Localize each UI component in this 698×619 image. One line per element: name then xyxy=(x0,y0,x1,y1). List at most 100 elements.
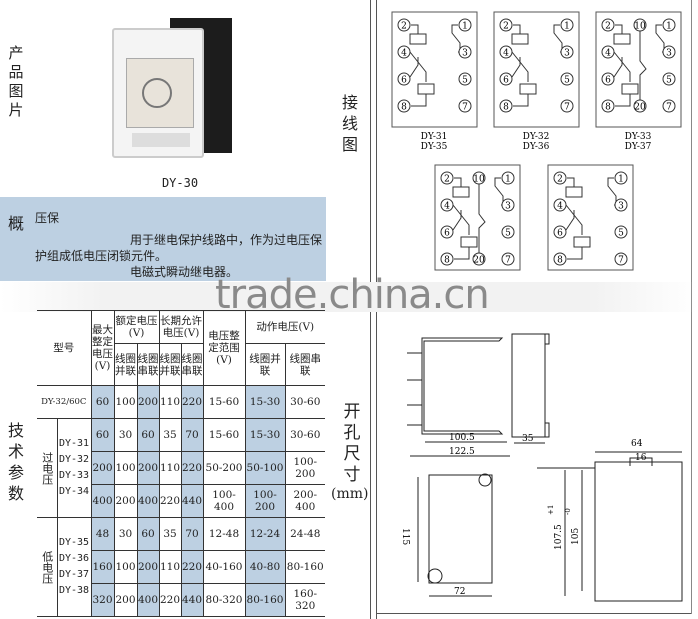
cell: 35 xyxy=(159,517,182,551)
cell: 200 xyxy=(114,583,138,617)
cell: 70 xyxy=(181,517,204,551)
pin-label: 4 xyxy=(503,49,509,59)
cell: 24-48 xyxy=(285,517,325,551)
pin-label: 7 xyxy=(666,103,672,113)
pin-label: 4 xyxy=(557,202,563,212)
pin-label: 3 xyxy=(462,49,468,59)
cell: 60 xyxy=(137,517,160,551)
dim-72: 72 xyxy=(454,587,465,597)
table-row: DY-32/60C 60 100 200 110 220 15-60 15-30… xyxy=(37,385,325,419)
cell: 15-60 xyxy=(203,418,246,452)
cell: 48 xyxy=(91,517,115,551)
dim-107-5: 107.5 xyxy=(554,524,564,550)
wiring-label: 接线图 xyxy=(341,93,358,154)
cell: 320 xyxy=(91,583,115,617)
group-label: 低电压 xyxy=(37,517,58,617)
pin-label: 5 xyxy=(564,76,570,86)
header-action: 动作电压(V) xyxy=(245,310,325,344)
dim-35: 35 xyxy=(522,434,534,444)
pin-label: 7 xyxy=(462,103,468,113)
header-model: 型号 xyxy=(37,310,92,386)
group-label: 过电压 xyxy=(37,418,58,518)
product-photo xyxy=(112,18,232,168)
cell: 220 xyxy=(181,550,204,584)
overview-text: 用于继电保护线路中，作为过电压保 xyxy=(130,233,323,247)
cell: 100 xyxy=(114,385,138,419)
pin-label: 1 xyxy=(505,175,511,185)
cell: 50-200 xyxy=(203,451,246,485)
cell: 30 xyxy=(114,517,138,551)
model-name: DY-38 xyxy=(58,585,90,596)
cell: 80-160 xyxy=(285,550,325,584)
overview-text: 压保 xyxy=(35,211,60,225)
pin-label: 7 xyxy=(505,256,511,266)
pin-label: 8 xyxy=(444,256,450,266)
cell: 60 xyxy=(91,385,115,419)
cell: 200 xyxy=(137,451,160,485)
cell: 15-30 xyxy=(245,418,286,452)
pin-label: 8 xyxy=(401,103,407,113)
pin-label: 5 xyxy=(618,229,624,239)
header-series: 线圈串联 xyxy=(181,343,204,386)
header-parallel: 线圈并联 xyxy=(245,343,286,386)
model-name: DY-35 xyxy=(58,537,90,548)
pin-label: 5 xyxy=(666,76,672,86)
cell: 60 xyxy=(91,418,115,452)
pin-label: 1 xyxy=(618,175,624,185)
cell: 440 xyxy=(181,484,204,518)
pin-label: 8 xyxy=(605,103,611,113)
cell: 30-60 xyxy=(285,385,325,419)
cell: 220 xyxy=(159,484,182,518)
pin-label: 1 xyxy=(564,22,570,32)
pin-label: 6 xyxy=(605,76,611,86)
cell: 400 xyxy=(91,484,115,518)
cell: 100 xyxy=(114,550,138,584)
model-name: DY-37 xyxy=(58,569,90,580)
dim-64: 64 xyxy=(631,439,643,449)
cell: 60 xyxy=(137,418,160,452)
dim-100-5: 100.5 xyxy=(449,433,475,443)
header-rated: 额定电压(V) xyxy=(114,310,160,344)
overview-text: 护组成低电压闭锁元件。 xyxy=(35,249,168,263)
wiring-diagrams: 24681357DY-31DY-3524681357DY-32DY-362468… xyxy=(391,11,682,271)
cell: 110 xyxy=(159,550,182,584)
tolerance: +1 xyxy=(547,505,555,515)
model-cell: DY-32/60C xyxy=(37,385,92,419)
pin-label: 6 xyxy=(503,76,509,86)
header-series: 线圈串联 xyxy=(285,343,325,386)
pin-label: 8 xyxy=(557,256,563,266)
pin-label: 1 xyxy=(462,22,468,32)
pin-label: 2 xyxy=(444,175,450,185)
spec-table: 型号 最大整定电压(V) 额定电压(V) 长期允许电压(V) 电压整定范围(V)… xyxy=(37,310,325,617)
pin-label: 8 xyxy=(503,103,509,113)
pin-label: 7 xyxy=(618,256,624,266)
cell: 50-100 xyxy=(245,451,286,485)
pin-label: 5 xyxy=(462,76,468,86)
cell: 220 xyxy=(181,385,204,419)
pin-label: 6 xyxy=(557,229,563,239)
pin-label: 4 xyxy=(401,49,407,59)
diagram-caption: DY-31 xyxy=(421,132,448,142)
cell: 200 xyxy=(114,484,138,518)
pin-label: 10 xyxy=(473,175,485,185)
overview-text: 电磁式瞬动继电器。 xyxy=(130,265,239,279)
dim-105: 105 xyxy=(571,528,581,545)
pin-label: 3 xyxy=(618,202,624,212)
cell: 70 xyxy=(181,418,204,452)
cell: 110 xyxy=(159,451,182,485)
pin-label: 1 xyxy=(666,22,672,32)
header-parallel: 线圈并联 xyxy=(159,343,182,386)
cell: 220 xyxy=(159,583,182,617)
overview-label: 概 xyxy=(7,214,24,233)
header-series: 线圈串联 xyxy=(137,343,160,386)
cell: 12-48 xyxy=(203,517,246,551)
diagram-caption: DY-36 xyxy=(523,142,550,152)
tech-params-label: 技术参数 xyxy=(7,421,24,503)
cell: 40-160 xyxy=(203,550,246,584)
cell: 160-320 xyxy=(285,583,325,617)
cell: 80-160 xyxy=(245,583,286,617)
